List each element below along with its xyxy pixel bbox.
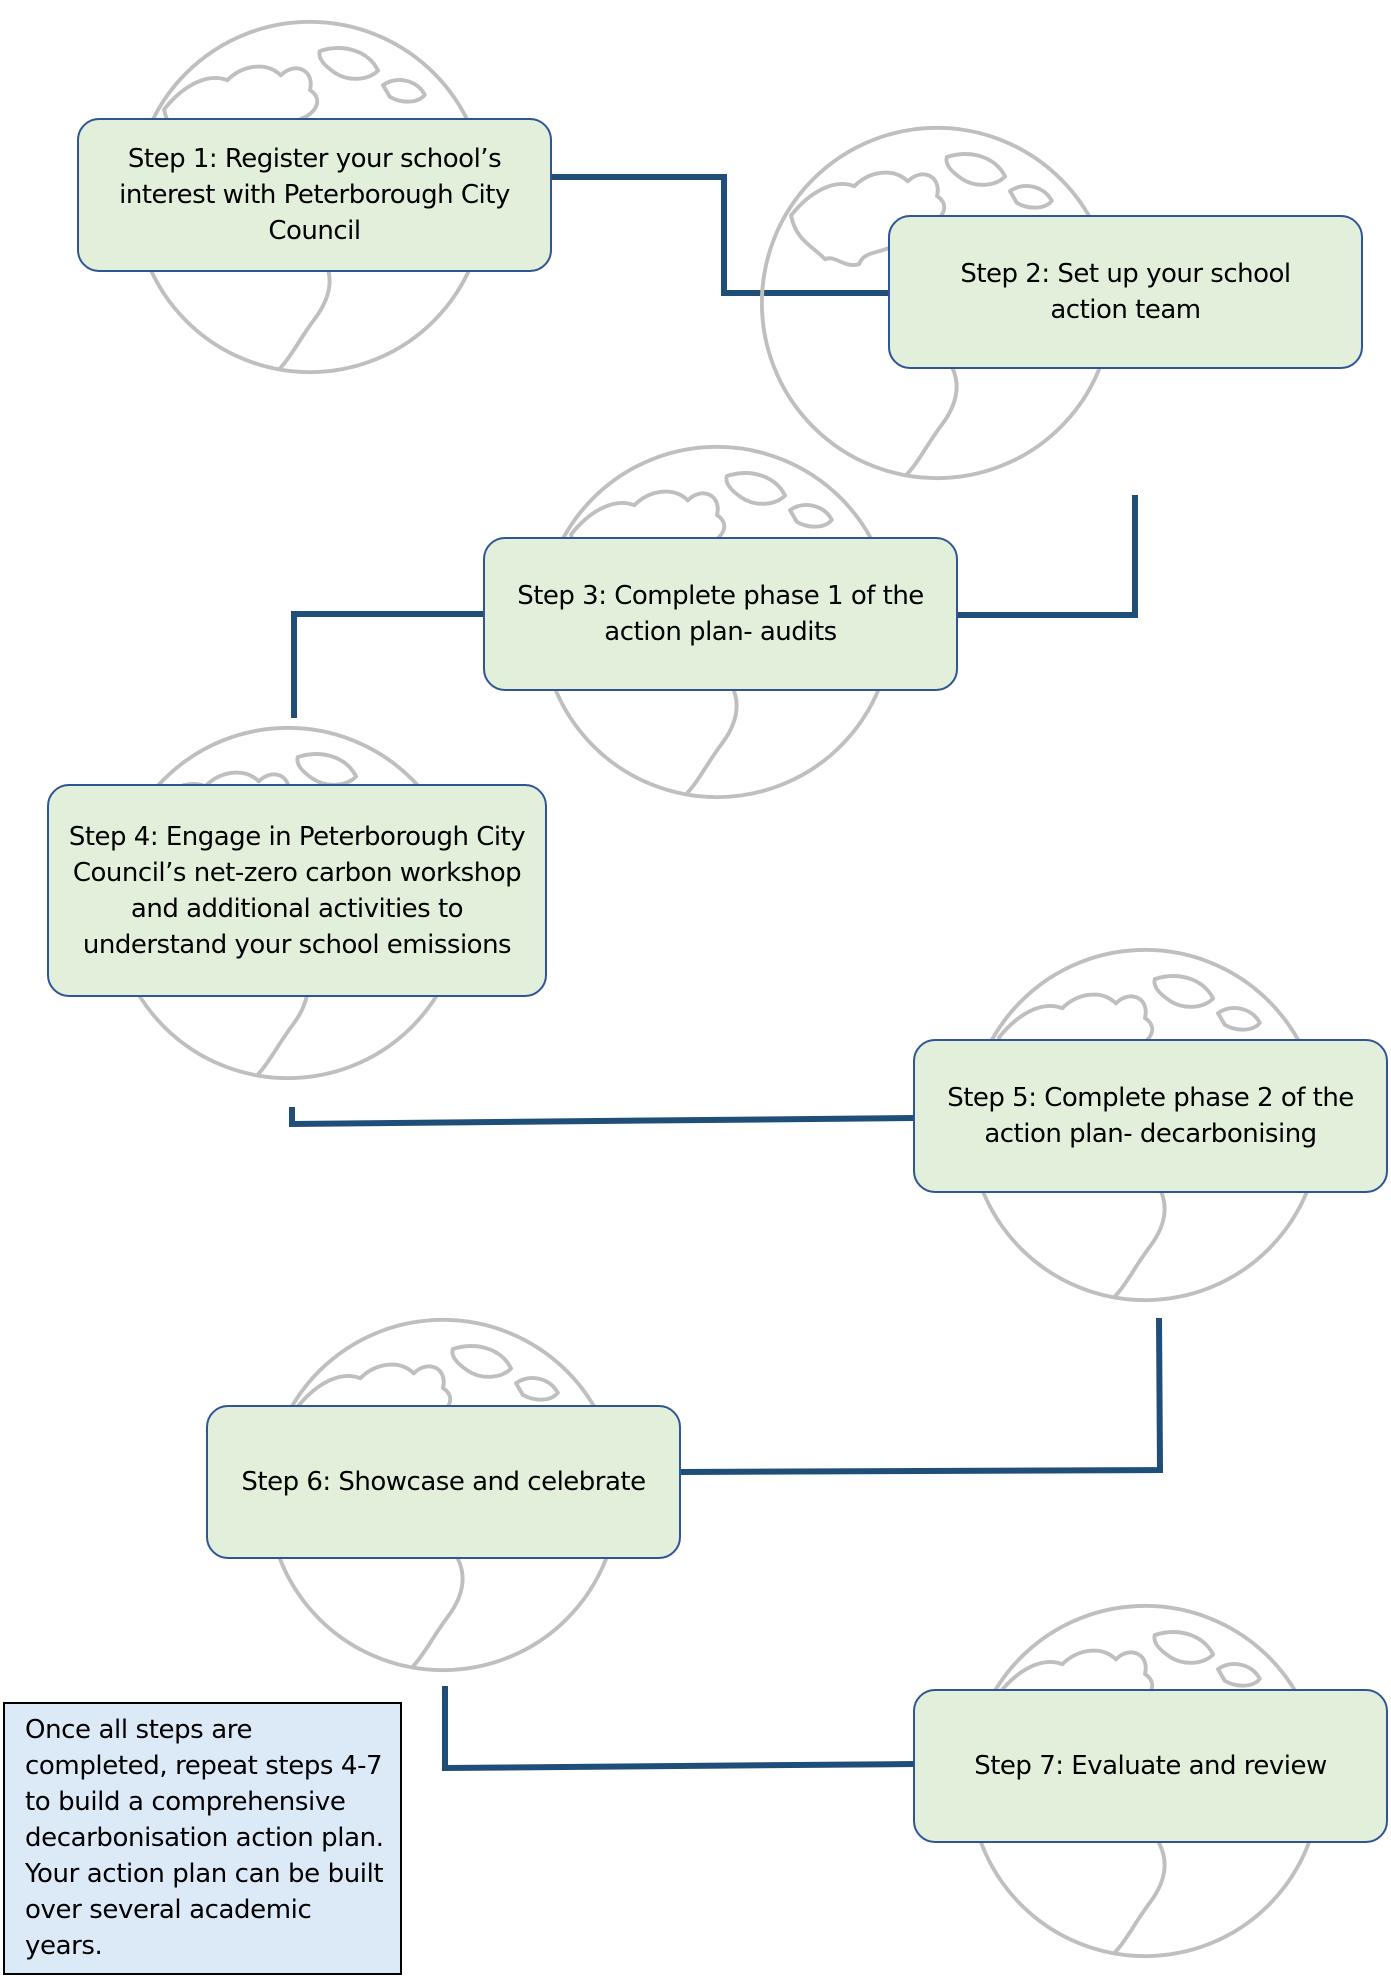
step-2-label: Step 2: Set up your school action team [960, 259, 1291, 325]
step-1-box: Step 1: Register your school’s interest … [77, 118, 552, 272]
step-7-box: Step 7: Evaluate and review [913, 1689, 1388, 1843]
connector-step3-step4 [291, 611, 483, 718]
step-2-box: Step 2: Set up your school action team [888, 215, 1363, 369]
connector-step2-step3 [958, 495, 1138, 618]
connector-step4-step5 [289, 1107, 914, 1128]
repeat-steps-note: Once all steps are completed, repeat ste… [3, 1702, 402, 1975]
step-3-box: Step 3: Complete phase 1 of the action p… [483, 537, 958, 691]
connector-step1-step2 [550, 174, 888, 296]
step-5-label: Step 5: Complete phase 2 of the action p… [947, 1083, 1354, 1149]
step-7-label: Step 7: Evaluate and review [974, 1751, 1327, 1781]
step-6-label: Step 6: Showcase and celebrate [241, 1467, 646, 1497]
repeat-steps-note-text: Once all steps are completed, repeat ste… [25, 1715, 384, 1961]
step-4-label: Step 4: Engage in Peterborough City Coun… [68, 821, 526, 960]
step-1-label: Step 1: Register your school’s interest … [119, 144, 510, 246]
step-3-label: Step 3: Complete phase 1 of the action p… [517, 581, 924, 647]
step-6-box: Step 6: Showcase and celebrate [206, 1405, 681, 1559]
connector-step5-step6 [680, 1317, 1164, 1475]
step-4-box: Step 4: Engage in Peterborough City Coun… [47, 784, 547, 997]
step-5-box: Step 5: Complete phase 2 of the action p… [913, 1039, 1388, 1193]
connector-step6-step7 [442, 1686, 914, 1772]
